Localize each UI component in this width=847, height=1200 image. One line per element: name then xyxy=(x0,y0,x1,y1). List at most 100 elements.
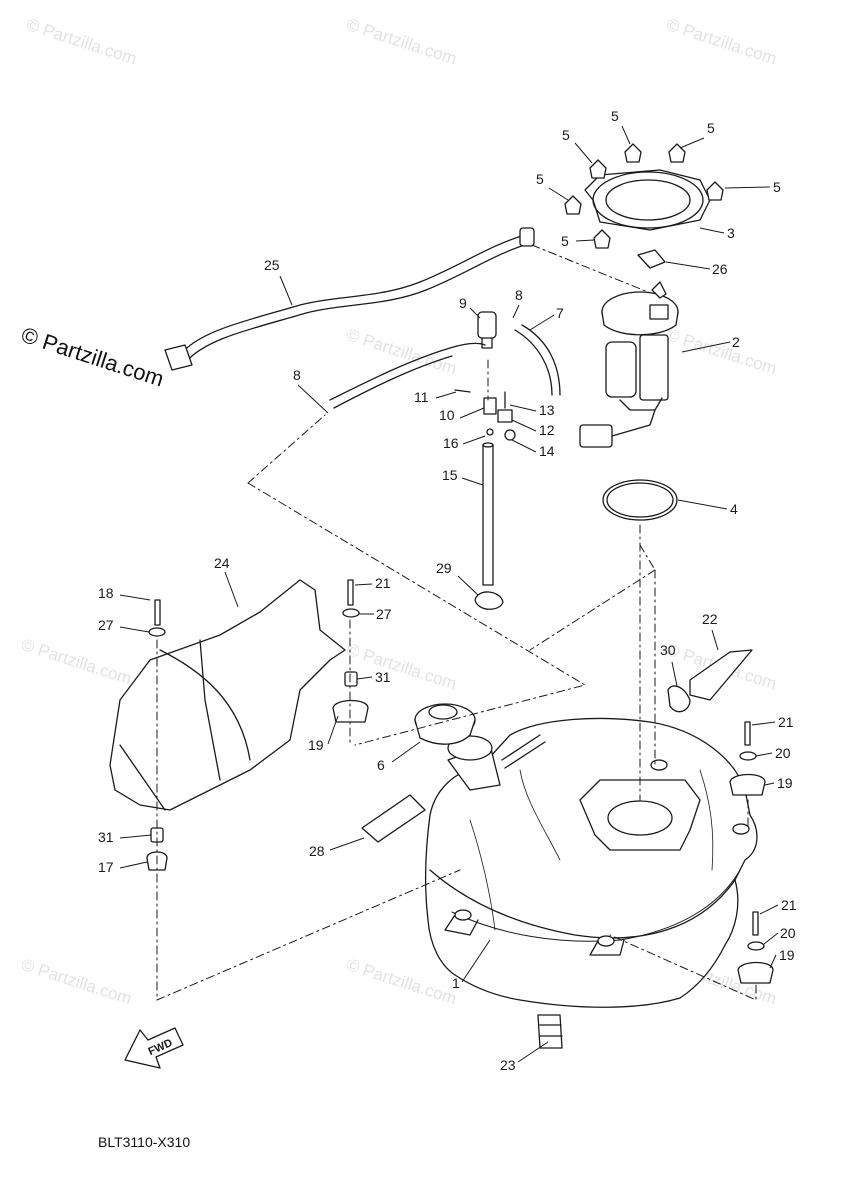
callout-number: 16 xyxy=(443,435,459,451)
callout-number: 12 xyxy=(539,422,555,438)
callout-number: 13 xyxy=(539,402,555,418)
callout-leader-line xyxy=(119,834,152,839)
callout-leader-line xyxy=(764,782,775,786)
retainer-ring-part-3 xyxy=(584,169,711,231)
callout-leader-line xyxy=(671,661,678,687)
callout-leader-line xyxy=(391,741,421,763)
callout-leader-line xyxy=(457,575,479,596)
callout-number: 10 xyxy=(439,407,455,423)
callout-leader-line xyxy=(724,186,771,189)
callout-number: 14 xyxy=(539,443,555,459)
callout-number: 21 xyxy=(781,897,797,913)
callout-number: 9 xyxy=(459,295,467,311)
o-ring-part-4 xyxy=(602,479,678,521)
callout-leader-line xyxy=(329,837,365,851)
callout-leader-line xyxy=(763,932,779,945)
callout-number: 29 xyxy=(436,560,452,576)
callout-leader-line xyxy=(574,142,593,164)
joint-part-9 xyxy=(477,311,497,349)
side-cover-part-24 xyxy=(109,579,346,811)
callout-number: 1 xyxy=(452,975,460,991)
callout-leader-line xyxy=(279,275,293,306)
callout-leader-line xyxy=(575,239,595,242)
pipe-part-15 xyxy=(482,442,494,586)
callout-leader-line xyxy=(461,939,491,983)
callout-leader-line xyxy=(327,715,339,745)
holder-part-30 xyxy=(667,685,691,713)
callout-leader-line xyxy=(699,227,725,234)
callout-leader-line xyxy=(711,629,719,651)
nuts-part-5 xyxy=(564,143,724,249)
callout-number: 27 xyxy=(98,617,114,633)
callout-leader-line xyxy=(681,341,731,353)
diagram-code: BLT3110-X310 xyxy=(98,1134,191,1150)
callout-leader-line xyxy=(517,1041,549,1063)
callout-leader-line xyxy=(297,384,329,414)
callout-leader-line xyxy=(511,439,537,453)
callout-leader-line xyxy=(548,187,569,201)
fuel-tank-part-1 xyxy=(414,703,758,1008)
callout-leader-line xyxy=(511,419,537,432)
callout-leader-line xyxy=(769,954,777,969)
bracket-parts-10-14 xyxy=(454,389,516,441)
callout-leader-line xyxy=(462,435,486,445)
callout-number: 5 xyxy=(611,108,619,124)
callout-number: 4 xyxy=(730,501,738,517)
hardware-right-19-20-21 xyxy=(729,721,774,984)
callout-leader-line xyxy=(751,721,776,726)
damper-part-23 xyxy=(537,1014,563,1049)
callout-leader-line xyxy=(529,314,555,331)
callout-leader-line xyxy=(224,571,239,608)
callout-number: 5 xyxy=(561,233,569,249)
callout-number: 2 xyxy=(732,334,740,350)
callout-number: 26 xyxy=(712,261,728,277)
callout-number: 27 xyxy=(376,606,392,622)
callout-number: 21 xyxy=(778,714,794,730)
callout-leader-line xyxy=(354,583,373,586)
callout-leader-line xyxy=(356,676,373,680)
callout-number: 17 xyxy=(98,859,114,875)
callout-number: 31 xyxy=(98,829,114,845)
callout-leader-line xyxy=(469,307,481,319)
callout-leader-line xyxy=(509,404,537,412)
fwd-arrow-icon xyxy=(124,1027,184,1069)
callout-number: 5 xyxy=(536,171,544,187)
callout-number: 28 xyxy=(309,843,325,859)
callout-leader-line xyxy=(677,499,728,510)
callout-leader-line xyxy=(755,752,773,757)
fuel-pump-part-2 xyxy=(579,281,679,448)
callout-number: 8 xyxy=(515,287,523,303)
callout-number: 5 xyxy=(773,179,781,195)
callout-number: 19 xyxy=(779,947,795,963)
fuel-hose-part-7 xyxy=(329,324,561,409)
protector-part-22 xyxy=(689,649,753,701)
callout-leader-line xyxy=(512,304,520,319)
callout-leader-line xyxy=(459,407,485,419)
callout-number: 19 xyxy=(777,775,793,791)
assembly-guide-lines xyxy=(156,244,757,1001)
callout-leader-line xyxy=(665,261,711,270)
callout-number: 6 xyxy=(377,757,385,773)
callout-number: 20 xyxy=(775,745,791,761)
callout-number: 23 xyxy=(500,1057,516,1073)
callout-number: 8 xyxy=(293,367,301,383)
callout-number: 18 xyxy=(98,585,114,601)
callout-number: 3 xyxy=(727,225,735,241)
callout-number: 5 xyxy=(707,120,715,136)
callout-leader-line xyxy=(119,861,148,869)
clamp-part-29 xyxy=(474,591,504,610)
callout-leader-line xyxy=(621,125,631,145)
callout-number: 24 xyxy=(214,555,230,571)
callout-number: 22 xyxy=(702,611,718,627)
pad-part-28 xyxy=(361,794,426,843)
callout-number: 15 xyxy=(442,467,458,483)
callout-number: 11 xyxy=(414,389,429,405)
callout-leader-line xyxy=(679,137,705,149)
callout-leader-line xyxy=(119,626,150,633)
callout-leader-line xyxy=(119,594,151,601)
callout-leader-line xyxy=(759,904,779,915)
hose-clip-part-26 xyxy=(637,249,666,269)
